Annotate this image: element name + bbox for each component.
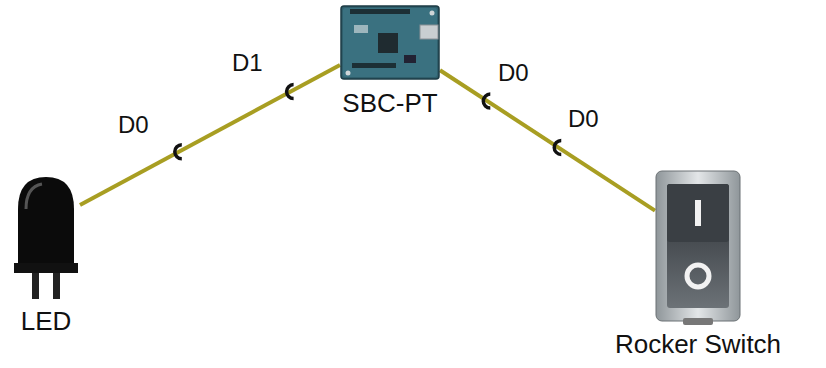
- port-label: D0: [498, 60, 529, 86]
- rocker-switch-symbol: [655, 170, 741, 326]
- port-marker: [175, 145, 182, 159]
- sbc-board: [340, 5, 440, 80]
- port-label: D0: [118, 112, 149, 138]
- device-name: Rocker Switch: [615, 330, 781, 359]
- port-marker: [483, 94, 490, 108]
- wire: [80, 65, 340, 205]
- rocker-switch-device: Rocker Switch: [655, 170, 741, 326]
- port-marker: [554, 140, 561, 154]
- port-marker: [287, 85, 294, 99]
- sbc-pt-device: SBC-PT: [340, 5, 440, 80]
- device-name: LED: [21, 307, 72, 336]
- wire: [440, 70, 655, 210]
- port-label: D1: [232, 50, 263, 76]
- led-device: LED: [12, 175, 80, 300]
- device-name: SBC-PT: [342, 89, 437, 118]
- port-label: D0: [568, 106, 599, 132]
- led-symbol: [12, 175, 80, 300]
